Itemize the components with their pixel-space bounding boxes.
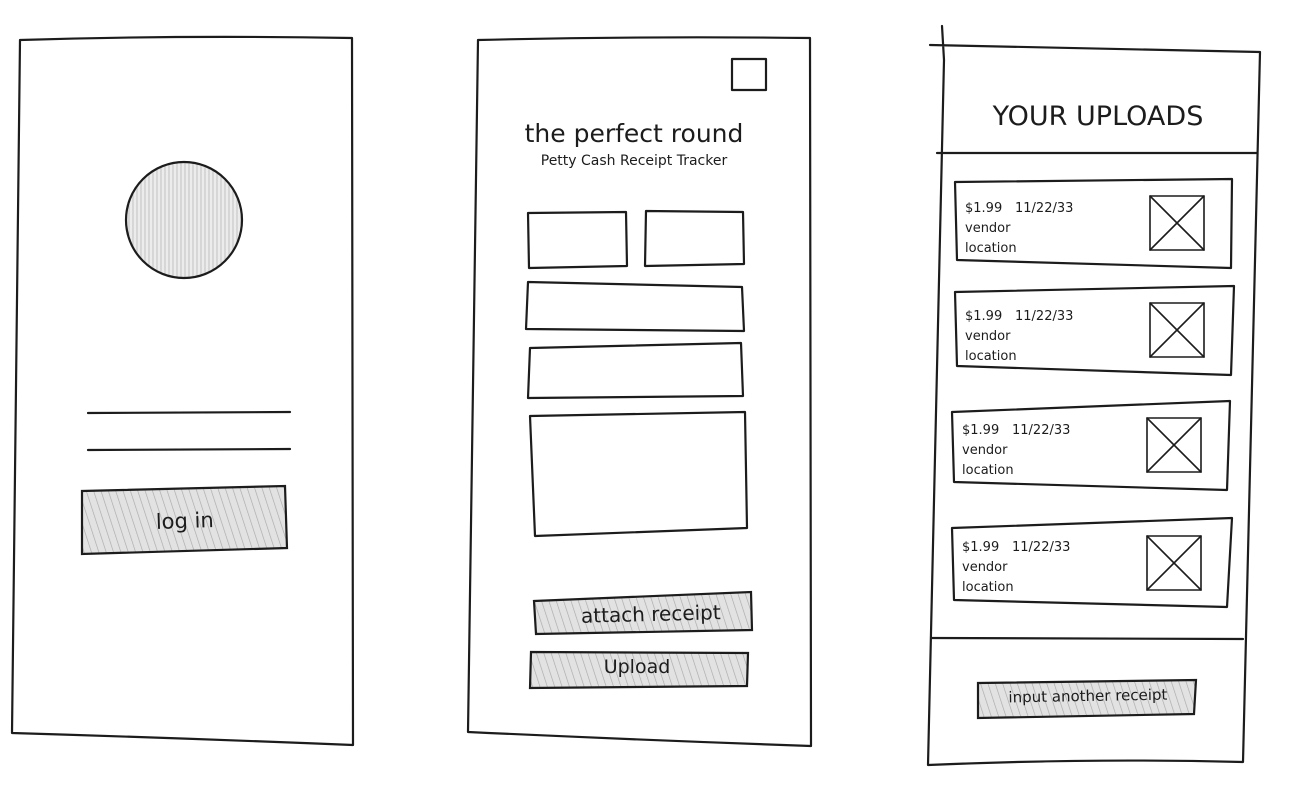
receipt-image-placeholder-icon <box>1149 302 1205 358</box>
receipt-card-border[interactable] <box>950 516 1234 609</box>
receipt-card[interactable]: $1.99 11/22/33 vendor location <box>950 399 1232 492</box>
receipt-location: location <box>965 349 1017 364</box>
attach-receipt-button[interactable]: attach receipt <box>532 590 754 636</box>
receipt-amount: $1.99 <box>962 423 999 438</box>
receipt-vendor: vendor <box>965 329 1011 344</box>
app-subtitle: Petty Cash Receipt Tracker <box>541 153 728 169</box>
receipt-date: 11/22/33 <box>1012 423 1070 438</box>
receipt-card-border[interactable] <box>950 399 1232 492</box>
receipt-amount: $1.99 <box>962 540 999 555</box>
receipt-date: 11/22/33 <box>1012 540 1070 555</box>
form-field-wide-1[interactable] <box>524 280 746 333</box>
receipt-location: location <box>965 241 1017 256</box>
receipt-card[interactable]: $1.99 11/22/33 vendor location <box>950 516 1234 609</box>
login-button-label: log in <box>155 508 214 534</box>
receipt-card[interactable]: $1.99 11/22/33 vendor location <box>953 284 1236 377</box>
receipt-card-border[interactable] <box>953 177 1234 270</box>
receipt-location: location <box>962 580 1014 595</box>
receipt-card[interactable]: $1.99 11/22/33 vendor location <box>953 177 1234 270</box>
receipt-location: location <box>962 463 1014 478</box>
receipt-vendor: vendor <box>962 560 1008 575</box>
form-field-small-right[interactable] <box>643 209 746 268</box>
login-screen: log in <box>10 35 355 747</box>
password-field-line[interactable] <box>86 447 292 452</box>
uploads-heading: YOUR UPLOADS <box>992 101 1204 132</box>
form-phone-frame <box>466 36 813 748</box>
receipt-image-placeholder-icon <box>1146 417 1202 473</box>
input-another-receipt-button[interactable]: input another receipt <box>976 678 1198 720</box>
receipt-date: 11/22/33 <box>1015 309 1073 324</box>
receipt-vendor: vendor <box>965 221 1011 236</box>
login-button-shape[interactable] <box>80 484 289 556</box>
attach-receipt-label: attach receipt <box>581 600 721 628</box>
receipt-image-placeholder-icon <box>1149 195 1205 251</box>
username-field-line[interactable] <box>86 410 292 415</box>
uploads-screen: YOUR UPLOADS $1.99 11/22/33 vendor locat… <box>926 24 1262 767</box>
app-title: the perfect round <box>525 119 744 148</box>
upload-button-shape[interactable] <box>528 650 750 690</box>
upload-button-label: Upload <box>604 656 671 678</box>
receipt-date: 11/22/33 <box>1015 201 1073 216</box>
receipt-amount: $1.99 <box>965 309 1002 324</box>
logo-avatar-circle <box>124 160 244 280</box>
attach-receipt-shape[interactable] <box>532 590 754 636</box>
receipt-card-border[interactable] <box>953 284 1236 377</box>
footer-divider <box>929 636 1245 641</box>
uploads-phone-frame <box>926 24 1262 767</box>
receipt-vendor: vendor <box>962 443 1008 458</box>
receipt-image-placeholder-icon <box>1146 535 1202 591</box>
login-button[interactable]: log in <box>80 484 289 556</box>
receipt-amount: $1.99 <box>965 201 1002 216</box>
form-field-wide-2[interactable] <box>526 341 745 400</box>
form-field-small-left[interactable] <box>526 210 629 270</box>
form-screen: the perfect round Petty Cash Receipt Tra… <box>466 36 813 748</box>
form-notes-textarea[interactable] <box>528 410 749 538</box>
input-another-receipt-label: input another receipt <box>1008 686 1167 707</box>
menu-square-button[interactable] <box>730 57 768 92</box>
upload-button[interactable]: Upload <box>528 650 750 690</box>
input-another-receipt-shape[interactable] <box>976 678 1198 720</box>
login-phone-frame <box>10 35 355 747</box>
